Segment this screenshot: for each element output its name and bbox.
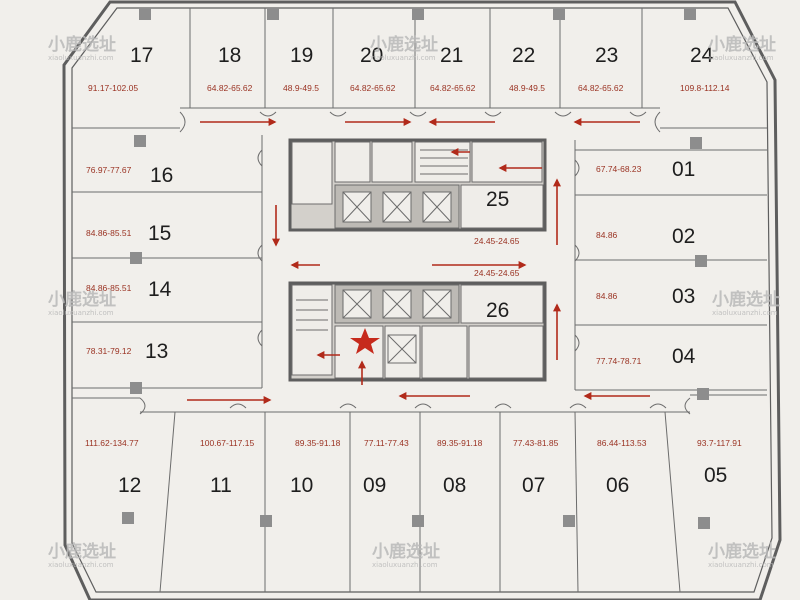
unit-number[interactable]: 03 xyxy=(672,285,695,308)
unit-number[interactable]: 05 xyxy=(704,464,727,487)
svg-text:xiaoluxuanzhi.com: xiaoluxuanzhi.com xyxy=(48,309,114,317)
svg-text:小鹿选址: 小鹿选址 xyxy=(708,34,776,55)
unit-number[interactable]: 24 xyxy=(690,44,714,67)
unit-number[interactable]: 10 xyxy=(290,474,313,497)
unit-area: 24.45-24.65 xyxy=(474,236,520,246)
unit-number[interactable]: 25 xyxy=(486,188,509,211)
unit-area: 89.35-91.18 xyxy=(295,438,341,448)
watermarks: 小鹿选址 xiaoluxuanzhi.com 小鹿选址 xiaoluxuanzh… xyxy=(48,34,780,569)
unit-area: 48.9-49.5 xyxy=(283,83,319,93)
unit-area: 84.86-85.51 xyxy=(86,228,132,238)
unit-area: 111.62-134.77 xyxy=(85,438,139,448)
svg-text:小鹿选址: 小鹿选址 xyxy=(48,34,116,55)
unit-area: 48.9-49.5 xyxy=(509,83,545,93)
svg-text:xiaoluxuanzhi.com: xiaoluxuanzhi.com xyxy=(370,54,436,62)
svg-text:小鹿选址: 小鹿选址 xyxy=(370,34,438,55)
watermark: 小鹿选址 xiaoluxuanzhi.com xyxy=(48,289,116,317)
unit-area: 77.74-78.71 xyxy=(596,356,642,366)
unit-number[interactable]: 08 xyxy=(443,474,466,497)
svg-text:小鹿选址: 小鹿选址 xyxy=(708,541,776,562)
unit-number[interactable]: 06 xyxy=(606,474,629,497)
unit-number[interactable]: 04 xyxy=(672,345,696,368)
svg-text:xiaoluxuanzhi.com: xiaoluxuanzhi.com xyxy=(712,309,778,317)
unit-number[interactable]: 09 xyxy=(363,474,386,497)
you-are-here-star xyxy=(350,328,380,354)
lower-core xyxy=(288,281,547,382)
building-outline-inner xyxy=(71,7,773,593)
unit-area: 100.67-117.15 xyxy=(200,438,254,448)
unit-area: 109.8-112.14 xyxy=(680,83,730,93)
unit-number[interactable]: 14 xyxy=(148,278,172,301)
svg-text:xiaoluxuanzhi.com: xiaoluxuanzhi.com xyxy=(48,561,114,569)
unit-area: 93.7-117.91 xyxy=(697,438,742,448)
unit-number[interactable]: 18 xyxy=(218,44,241,67)
corridor-bays xyxy=(139,111,691,415)
unit-area: 78.31-79.12 xyxy=(86,346,132,356)
unit-area: 77.43-81.85 xyxy=(513,438,559,448)
unit-area: 84.86-85.51 xyxy=(86,283,132,293)
unit-area: 76.97-77.67 xyxy=(86,165,132,175)
watermark: 小鹿选址 xiaoluxuanzhi.com xyxy=(48,541,116,569)
structural-columns xyxy=(122,8,710,529)
unit-number[interactable]: 15 xyxy=(148,222,171,245)
svg-text:xiaoluxuanzhi.com: xiaoluxuanzhi.com xyxy=(48,54,114,62)
unit-number[interactable]: 02 xyxy=(672,225,695,248)
unit-area: 84.86 xyxy=(596,291,618,301)
unit-labels: 17 91.17-102.05 18 64.82-65.62 19 48.9-4… xyxy=(85,44,742,497)
building-outline xyxy=(62,0,782,600)
unit-area: 86.44-113.53 xyxy=(597,438,647,448)
right-unit-walls xyxy=(574,140,767,396)
svg-text:小鹿选址: 小鹿选址 xyxy=(48,541,116,562)
svg-text:xiaoluxuanzhi.com: xiaoluxuanzhi.com xyxy=(708,561,774,569)
unit-number[interactable]: 01 xyxy=(672,158,695,181)
upper-elevators xyxy=(342,149,468,223)
svg-text:小鹿选址: 小鹿选址 xyxy=(48,289,116,310)
unit-number[interactable]: 20 xyxy=(360,44,383,67)
unit-area: 64.82-65.62 xyxy=(350,83,396,93)
unit-number[interactable]: 12 xyxy=(118,474,141,497)
unit-area: 89.35-91.18 xyxy=(437,438,483,448)
unit-number[interactable]: 23 xyxy=(595,44,618,67)
svg-text:xiaoluxuanzhi.com: xiaoluxuanzhi.com xyxy=(708,54,774,62)
watermark: 小鹿选址 xiaoluxuanzhi.com xyxy=(370,34,438,62)
watermark: 小鹿选址 xiaoluxuanzhi.com xyxy=(712,289,780,317)
unit-area: 67.74-68.23 xyxy=(596,164,642,174)
unit-number[interactable]: 22 xyxy=(512,44,535,67)
unit-number[interactable]: 26 xyxy=(486,299,509,322)
unit-number[interactable]: 16 xyxy=(150,164,173,187)
unit-number[interactable]: 07 xyxy=(522,474,545,497)
svg-text:xiaoluxuanzhi.com: xiaoluxuanzhi.com xyxy=(372,561,438,569)
watermark: 小鹿选址 xiaoluxuanzhi.com xyxy=(372,541,440,569)
watermark: 小鹿选址 xiaoluxuanzhi.com xyxy=(48,34,116,62)
unit-number[interactable]: 11 xyxy=(210,474,232,497)
unit-area: 64.82-65.62 xyxy=(578,83,624,93)
unit-area: 91.17-102.05 xyxy=(88,83,138,93)
svg-text:小鹿选址: 小鹿选址 xyxy=(372,541,440,562)
lower-elevators xyxy=(296,289,452,364)
unit-number[interactable]: 21 xyxy=(440,44,463,67)
watermark: 小鹿选址 xiaoluxuanzhi.com xyxy=(708,34,776,62)
bottom-unit-walls xyxy=(140,411,690,593)
unit-area: 64.82-65.62 xyxy=(207,83,253,93)
unit-area: 64.82-65.62 xyxy=(430,83,476,93)
unit-area: 77.11-77.43 xyxy=(364,438,409,448)
svg-text:小鹿选址: 小鹿选址 xyxy=(712,289,780,310)
unit-area: 24.45-24.65 xyxy=(474,268,520,278)
watermark: 小鹿选址 xiaoluxuanzhi.com xyxy=(708,541,776,569)
unit-number[interactable]: 13 xyxy=(145,340,168,363)
unit-number[interactable]: 19 xyxy=(290,44,313,67)
unit-number[interactable]: 17 xyxy=(130,44,153,67)
unit-area: 84.86 xyxy=(596,230,618,240)
upper-core xyxy=(288,138,547,232)
evacuation-arrows xyxy=(187,118,650,404)
